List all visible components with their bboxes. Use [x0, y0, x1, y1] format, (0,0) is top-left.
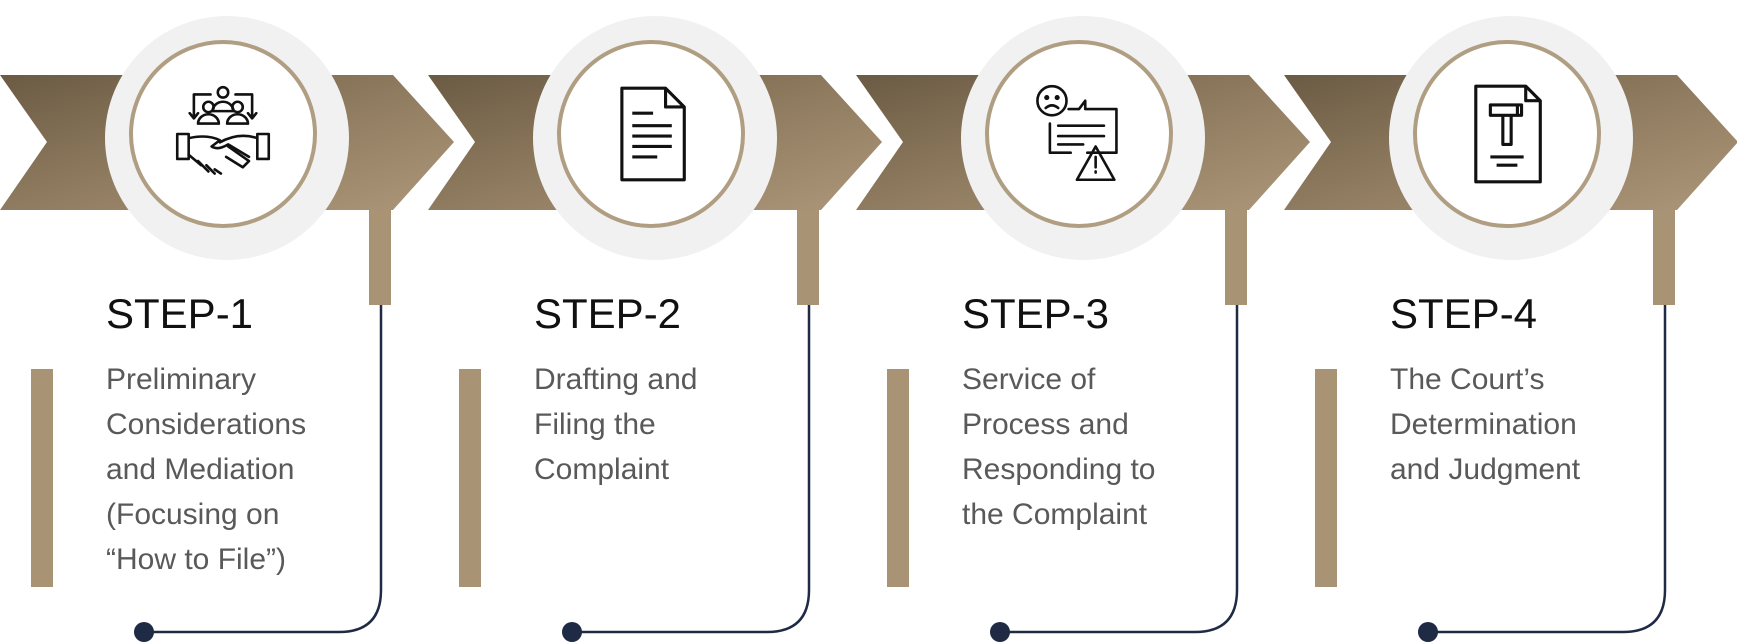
- complaint-warning-icon: [1036, 84, 1118, 182]
- description-line: Filing the: [534, 408, 656, 441]
- connector-tab: [369, 210, 391, 305]
- description-line: Service of: [962, 363, 1096, 396]
- description-line: Responding to: [962, 453, 1156, 486]
- description-line: Process and: [962, 408, 1129, 441]
- description-line: the Complaint: [962, 498, 1148, 531]
- accent-bar: [459, 369, 481, 587]
- connector-line: [1000, 305, 1239, 634]
- accent-bar: [1315, 369, 1337, 587]
- accent-bar: [887, 369, 909, 587]
- connector-tab: [797, 210, 819, 305]
- connector-tab: [1653, 210, 1675, 305]
- icon-badge: [985, 40, 1173, 228]
- description-line: The Court’s: [1390, 363, 1545, 396]
- connector-line: [144, 305, 383, 634]
- connector-tab: [1225, 210, 1247, 305]
- connector-dot: [1418, 622, 1438, 642]
- gavel-document-icon: [1474, 84, 1542, 184]
- step-title: STEP-2: [534, 290, 682, 337]
- description-line: (Focusing on: [106, 498, 280, 531]
- document-icon: [620, 86, 686, 182]
- step-title: STEP-1: [106, 290, 254, 337]
- description-line: Complaint: [534, 453, 670, 486]
- connector-dot: [134, 622, 154, 642]
- description-line: Considerations: [106, 408, 307, 441]
- description-line: and Mediation: [106, 453, 295, 486]
- step-title: STEP-3: [962, 290, 1110, 337]
- connector-dot: [562, 622, 582, 642]
- connector-line: [1428, 305, 1667, 634]
- icon-badge: [1413, 40, 1601, 228]
- description-line: Drafting and: [534, 363, 698, 396]
- step-title: STEP-4: [1390, 290, 1538, 337]
- accent-bar: [31, 369, 53, 587]
- icon-badge: [129, 40, 317, 228]
- connector-line: [572, 305, 811, 634]
- mediation-handshake-icon: [175, 85, 271, 175]
- description-line: Preliminary: [106, 363, 257, 396]
- description-line: “How to File”): [106, 543, 287, 576]
- description-line: and Judgment: [1390, 453, 1581, 486]
- icon-badge: [557, 40, 745, 228]
- connector-dot: [990, 622, 1010, 642]
- description-line: Determination: [1390, 408, 1577, 441]
